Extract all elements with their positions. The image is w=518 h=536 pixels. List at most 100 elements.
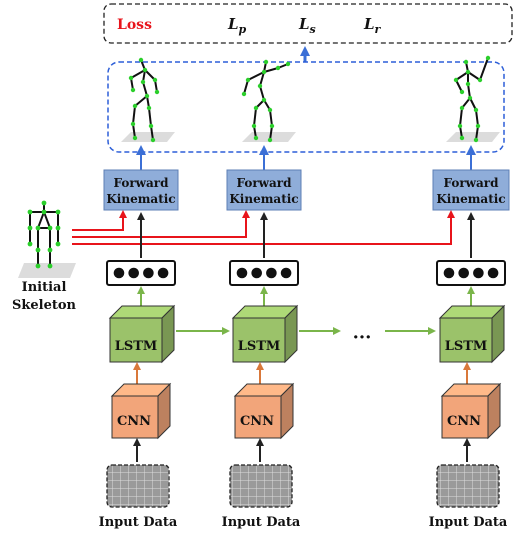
bone [475,109,479,127]
bone [144,69,156,81]
joint [132,103,138,109]
fk-label: Forward [113,176,169,190]
joint [130,87,136,93]
joint [35,225,41,231]
bone [142,81,148,97]
joint [261,97,267,103]
joint [47,247,53,253]
feature-dot [280,267,292,279]
bone [43,211,51,229]
joint [47,263,53,269]
cnn-block [110,382,172,440]
fk-label: Kinematic [106,192,175,206]
joint [477,77,483,83]
joint [241,91,247,97]
bone [469,97,477,111]
forward-kinematic-box: Forward Kinematic [103,169,179,211]
joint [132,135,138,141]
cnn-label: CNN [447,414,481,429]
joint [152,77,158,83]
feature-dot [458,267,470,279]
feature-dot [251,267,262,279]
loss-term-s: Ls [298,15,316,36]
ellipsis: ··· [353,327,372,348]
feature-dot [266,267,277,279]
bone [130,69,146,79]
joint [27,209,33,215]
input-data-grid [106,464,170,508]
input-data-label: Input Data [429,515,508,530]
initial-skeleton-figure [18,200,76,278]
joint [253,135,259,141]
loss-term-p: Lp [227,15,247,36]
joint [41,200,47,206]
joint [473,137,479,143]
joint [465,69,471,75]
ground-plane [121,132,175,142]
joint [465,81,471,87]
cnn-block [233,382,295,440]
lstm-cell [438,304,506,364]
joint [150,137,156,143]
bone [148,107,152,127]
joint [253,105,259,111]
lstm-label: LSTM [115,339,158,354]
output-poses-region [107,61,505,153]
joint [138,57,144,63]
feature-dot [143,267,154,279]
fk-label: Forward [236,176,292,190]
initial-skeleton-label: Skeleton [12,298,77,313]
lstm-cell [108,304,176,364]
bone [479,57,489,81]
joint [263,59,269,65]
lstm-label: LSTM [238,339,281,354]
fk-label: Kinematic [436,192,505,206]
bone [459,107,463,127]
initial-skeleton-arrows [72,210,455,245]
bone [243,79,249,95]
joint [55,241,61,247]
bone [467,71,481,81]
output-skeleton [241,59,296,143]
forward-kinematic-box: Forward Kinematic [226,169,302,211]
joint [485,55,491,61]
loss-box: Loss Lp Ls Lr [103,3,513,44]
initial-skeleton-label: Initial [22,280,67,295]
joint [459,105,465,111]
joint [275,65,281,71]
feature-vector [436,260,506,286]
joint [285,61,291,67]
cube-front [441,395,489,439]
bone [132,123,136,139]
joint [146,105,152,111]
joint [463,59,469,65]
bone [269,125,273,141]
feature-dot [236,267,248,279]
input-data-label: Input Data [222,515,301,530]
joint [251,123,257,129]
feature-vector [106,260,176,286]
joint [261,69,267,75]
bone [259,71,265,87]
bone [134,95,148,107]
feature-dot [487,267,499,279]
joint [148,123,154,129]
joint [267,137,273,143]
ground-plane [446,132,500,142]
bone [455,71,469,81]
bone [475,125,479,141]
feature-dot [113,267,125,279]
joint [140,79,146,85]
bone [467,83,471,99]
bone [253,107,257,127]
joint [55,225,61,231]
joint [457,123,463,129]
arrow-skeleton-to-fk [72,210,250,238]
feature-vector-frame [436,260,506,286]
input-data-grid [229,464,293,508]
joint [459,135,465,141]
fk-label: Kinematic [229,192,298,206]
joint [35,247,41,253]
feature-dot [473,267,484,279]
joint [475,123,481,129]
